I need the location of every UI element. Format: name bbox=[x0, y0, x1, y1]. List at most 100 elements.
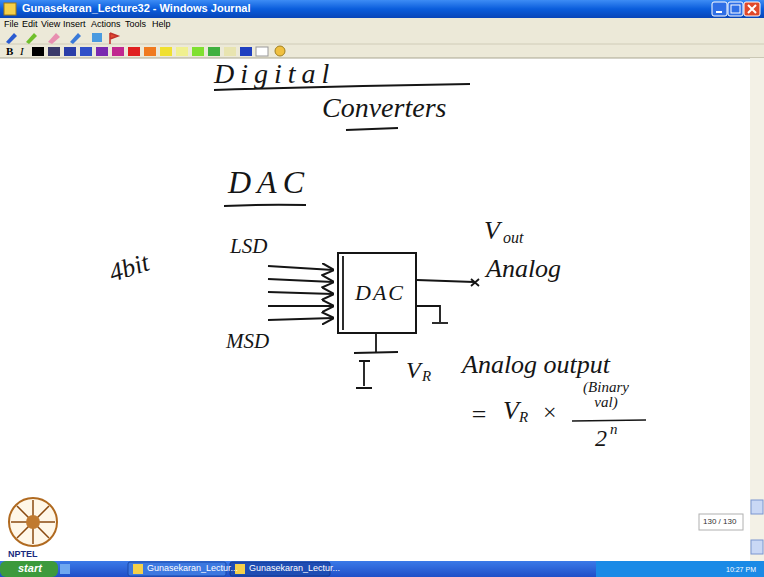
ground-symbol bbox=[432, 322, 448, 324]
dac-inner-line bbox=[342, 256, 344, 330]
handwritten-heading: Digital bbox=[214, 60, 335, 88]
nptel-logo bbox=[9, 498, 57, 546]
input-arrows bbox=[268, 279, 333, 282]
color-swatches bbox=[256, 47, 268, 56]
ground-symbol bbox=[354, 306, 448, 388]
window-buttons bbox=[716, 11, 722, 13]
converter-box: DAC bbox=[337, 252, 417, 334]
page-counter-box bbox=[699, 514, 743, 530]
taskbar bbox=[596, 561, 764, 577]
formula-denominator: 2 bbox=[595, 426, 607, 450]
dac-inner-line bbox=[342, 256, 344, 330]
nptel-logo bbox=[9, 498, 57, 546]
scrollbar bbox=[751, 540, 763, 554]
page-counter: 130 / 130 bbox=[703, 518, 736, 526]
color-swatches bbox=[80, 47, 92, 56]
menu-item: Actions bbox=[91, 20, 121, 29]
task-button: Gunasekaran_Lectur... bbox=[147, 564, 238, 573]
taskbar bbox=[133, 564, 143, 574]
toolbar bbox=[92, 33, 102, 42]
color-swatches bbox=[48, 47, 60, 56]
input-arrows bbox=[268, 305, 333, 307]
formula-note: Analog output bbox=[462, 352, 610, 378]
menu-item: Edit bbox=[22, 20, 38, 29]
handwritten-heading: Converters bbox=[322, 94, 446, 122]
color-swatches bbox=[192, 47, 204, 56]
signal-name: V bbox=[406, 358, 421, 382]
color-swatches bbox=[32, 47, 44, 56]
clock: 10:27 PM bbox=[726, 566, 756, 573]
formula-exponent: n bbox=[610, 422, 618, 437]
toolbar bbox=[48, 33, 60, 44]
taskbar bbox=[0, 561, 764, 577]
logo-text: NPTEL bbox=[8, 550, 38, 559]
window-buttons bbox=[712, 2, 727, 16]
title-bar bbox=[4, 3, 16, 15]
formula-subscript: R bbox=[519, 410, 528, 425]
color-swatches bbox=[275, 46, 285, 56]
window-buttons bbox=[731, 5, 740, 13]
nptel-logo bbox=[26, 515, 40, 529]
title-bar bbox=[0, 0, 764, 18]
toolbar bbox=[70, 33, 81, 44]
input-arrows bbox=[268, 266, 333, 320]
ground-symbol bbox=[363, 362, 365, 386]
color-swatches bbox=[96, 47, 108, 56]
color-swatches bbox=[32, 46, 285, 56]
toolbar bbox=[26, 33, 37, 44]
window-title: Gunasekaran_Lecture32 - Windows Journal bbox=[22, 3, 251, 14]
input-arrows bbox=[268, 266, 333, 270]
pin-label: LSD bbox=[230, 236, 267, 257]
window-buttons bbox=[748, 5, 756, 13]
scrollbar bbox=[750, 58, 764, 562]
color-swatches bbox=[64, 47, 76, 56]
output-wire bbox=[417, 280, 474, 282]
taskbar bbox=[0, 561, 58, 577]
formula-symbol: × bbox=[543, 400, 557, 424]
scrollbar bbox=[751, 500, 763, 514]
menu-item: Help bbox=[152, 20, 171, 29]
bold-button: B bbox=[6, 46, 13, 57]
signal-subscript: R bbox=[422, 369, 431, 384]
underlines bbox=[346, 128, 398, 130]
toolbar bbox=[110, 33, 118, 44]
color-swatches bbox=[144, 47, 156, 56]
page-counter-box bbox=[699, 514, 743, 530]
color-swatches bbox=[160, 47, 172, 56]
title-bar bbox=[0, 0, 764, 18]
underlines bbox=[214, 84, 470, 206]
italic-button: I bbox=[20, 46, 24, 57]
taskbar bbox=[0, 561, 764, 577]
taskbar bbox=[60, 564, 70, 574]
nptel-logo bbox=[11, 500, 55, 544]
formula-symbol: V bbox=[503, 398, 519, 424]
formula-symbol: = bbox=[470, 402, 488, 428]
toolbar bbox=[0, 30, 764, 58]
output-wire bbox=[471, 279, 479, 286]
nptel-logo bbox=[17, 506, 49, 538]
scrollbar bbox=[750, 58, 764, 562]
nptel-logo bbox=[17, 506, 49, 538]
color-swatches bbox=[128, 47, 140, 56]
signal-note: Analog bbox=[486, 256, 561, 282]
toolbar bbox=[0, 44, 764, 45]
formula-numerator: (Binary val) bbox=[574, 380, 638, 410]
menu-item: File bbox=[4, 20, 19, 29]
fraction-line bbox=[572, 420, 646, 421]
menu-item: View bbox=[41, 20, 60, 29]
box-label: DAC bbox=[355, 282, 405, 304]
menu-bar bbox=[0, 18, 764, 30]
pin-label: MSD bbox=[226, 331, 269, 352]
handwritten-heading: DAC bbox=[228, 166, 310, 198]
bit-width-note: 4bit bbox=[106, 249, 153, 286]
task-button: Gunasekaran_Lectur... bbox=[249, 564, 340, 573]
color-swatches bbox=[224, 47, 236, 56]
menu-item: Insert bbox=[63, 20, 86, 29]
window-buttons bbox=[744, 2, 760, 16]
window-buttons bbox=[728, 2, 743, 16]
toolbar bbox=[0, 58, 764, 59]
window-buttons bbox=[712, 2, 760, 16]
color-swatches bbox=[176, 47, 188, 56]
start-button: start bbox=[18, 563, 42, 574]
ground-symbol bbox=[354, 352, 398, 353]
